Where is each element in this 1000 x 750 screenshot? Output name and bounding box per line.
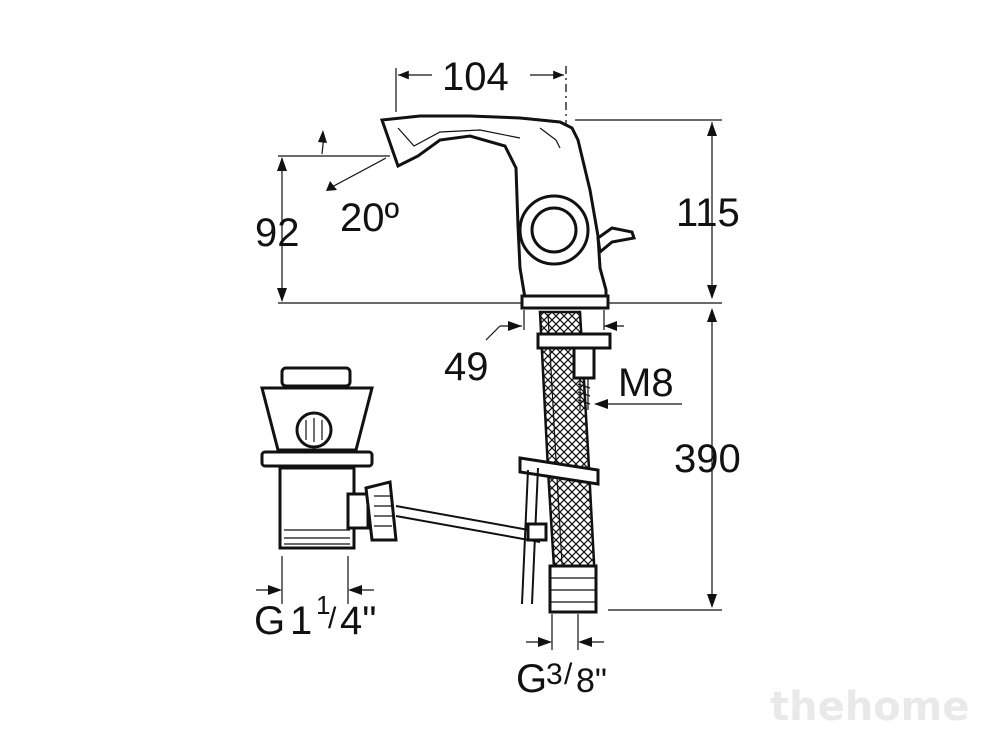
watermark-logo: thehome — [770, 684, 970, 730]
waste-thread-den: 4" — [340, 599, 376, 643]
dim-hose-thread: G 3 / 8" — [516, 614, 607, 701]
dim-spout-height: 92 — [255, 155, 390, 302]
dim-waste-thread: G 1 1 / 4" — [254, 556, 376, 643]
waste-thread-slash: / — [328, 602, 337, 635]
faucet-body — [379, 114, 636, 310]
hose-thread-den: 8" — [576, 662, 607, 700]
waste-thread-whole: 1 — [290, 599, 312, 643]
dim-total-height: 115 — [575, 119, 740, 299]
flexible-hoses — [518, 310, 612, 614]
waste-thread-g: G — [254, 599, 285, 643]
dim-92-label: 92 — [255, 211, 300, 255]
dim-115-label: 115 — [676, 191, 740, 235]
dim-spout-reach: 104 — [395, 55, 567, 300]
dim-m8-label: M8 — [618, 361, 674, 405]
hose-thread-num: 3 — [546, 658, 563, 691]
dim-base-diameter: 49 — [444, 310, 624, 389]
dim-49-label: 49 — [444, 345, 489, 389]
dim-390-label: 390 — [674, 437, 741, 481]
dim-spout-angle: 20º — [318, 130, 399, 240]
dim-hose-length: 390 — [608, 308, 741, 611]
hose-thread-slash: / — [564, 658, 573, 691]
hose-thread-g: G — [516, 657, 547, 701]
dim-20-label: 20º — [340, 196, 399, 240]
dim-stud-thread: M8 — [594, 361, 682, 409]
popup-waste — [260, 366, 548, 550]
dim-104-label: 104 — [442, 55, 509, 99]
waste-thread-num: 1 — [316, 590, 330, 620]
